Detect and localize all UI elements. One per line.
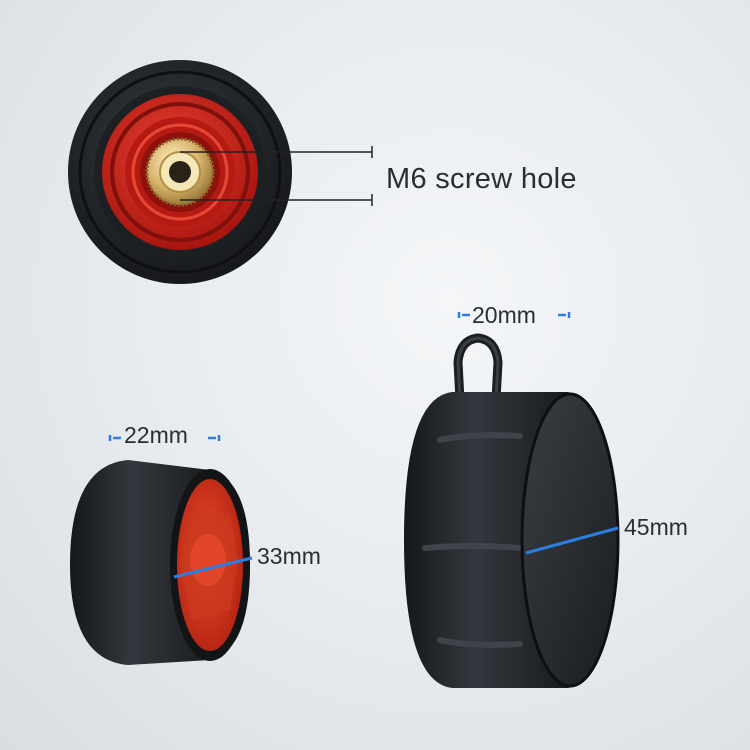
top-view-cap xyxy=(68,60,292,284)
large-cap xyxy=(404,333,620,688)
dim-22mm-marks xyxy=(108,435,221,441)
screw-hole-label: M6 screw hole xyxy=(386,163,577,195)
dim-33mm-line xyxy=(173,556,253,579)
small-adapter xyxy=(70,460,250,665)
screw-hole-leader xyxy=(180,146,373,206)
dim-20mm-marks xyxy=(457,312,571,318)
width-22mm-label: 22mm xyxy=(124,422,188,448)
width-20mm-label: 20mm xyxy=(472,302,536,328)
diameter-45mm-label: 45mm xyxy=(624,514,688,540)
diameter-33mm-label: 33mm xyxy=(257,543,321,569)
dim-45mm-line xyxy=(525,526,619,555)
